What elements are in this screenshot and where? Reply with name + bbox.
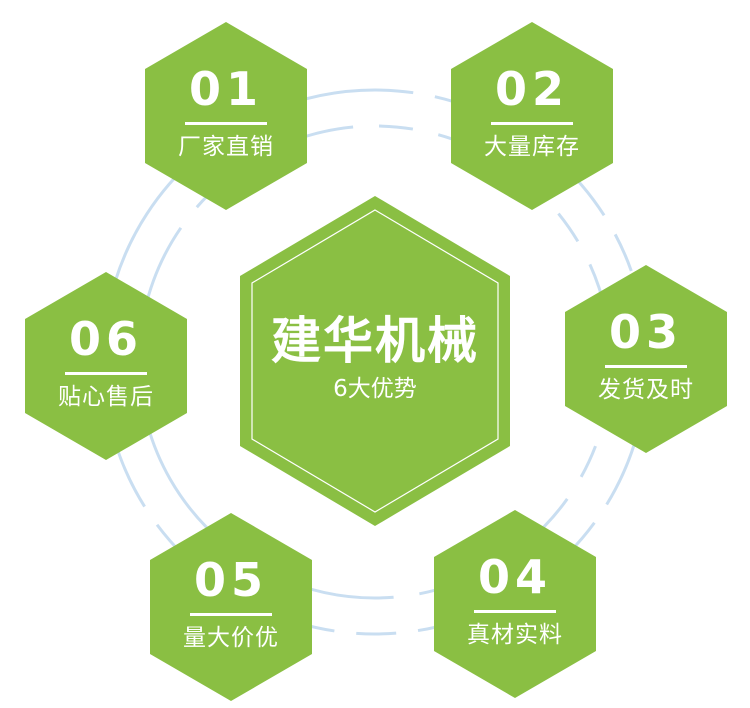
divider xyxy=(65,371,147,375)
advantage-label: 发货及时 xyxy=(598,376,694,403)
advantage-hex-04: 04 真材实料 xyxy=(434,510,596,698)
center-title: 建华机械 xyxy=(271,312,479,370)
hexagon-shape xyxy=(434,510,596,698)
divider xyxy=(190,612,272,616)
divider xyxy=(491,121,573,125)
advantage-hex-03: 03 发货及时 xyxy=(565,265,727,453)
advantage-label: 贴心售后 xyxy=(58,383,154,410)
divider xyxy=(185,121,267,125)
hexagon-shape xyxy=(451,22,613,210)
advantage-hex-02: 02 大量库存 xyxy=(451,22,613,210)
advantage-label: 真材实料 xyxy=(467,621,563,648)
advantage-label: 大量库存 xyxy=(484,133,580,160)
advantage-number: 04 xyxy=(477,549,552,604)
divider xyxy=(605,364,687,368)
advantage-hex-05: 05 量大价优 xyxy=(150,513,312,701)
advantage-number: 06 xyxy=(68,311,143,366)
advantage-label: 厂家直销 xyxy=(178,133,274,160)
hexagon-shape xyxy=(150,513,312,701)
divider xyxy=(474,609,556,613)
hexagon-shape xyxy=(145,22,307,210)
advantage-number: 03 xyxy=(608,304,683,359)
hexagon-shape xyxy=(240,196,510,526)
center-hex: 建华机械 6大优势 xyxy=(240,196,510,526)
hexagon-shape xyxy=(25,272,187,460)
advantage-number: 05 xyxy=(193,552,268,607)
center-subtitle: 6大优势 xyxy=(333,376,417,402)
hexagon-shape xyxy=(565,265,727,453)
advantage-label: 量大价优 xyxy=(183,624,279,651)
advantage-hex-06: 06 贴心售后 xyxy=(25,272,187,460)
advantage-number: 01 xyxy=(188,61,263,116)
advantage-hex-01: 01 厂家直销 xyxy=(145,22,307,210)
advantage-number: 02 xyxy=(494,61,569,116)
